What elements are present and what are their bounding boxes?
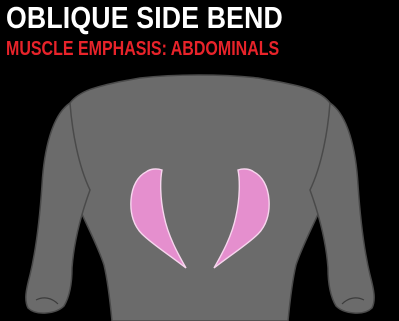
human-torso-icon (63, 75, 338, 321)
muscle-emphasis-subtitle: MUSCLE EMPHASIS: ABDOMINALS (6, 37, 279, 61)
page-title: OBLIQUE SIDE BEND (6, 0, 283, 36)
